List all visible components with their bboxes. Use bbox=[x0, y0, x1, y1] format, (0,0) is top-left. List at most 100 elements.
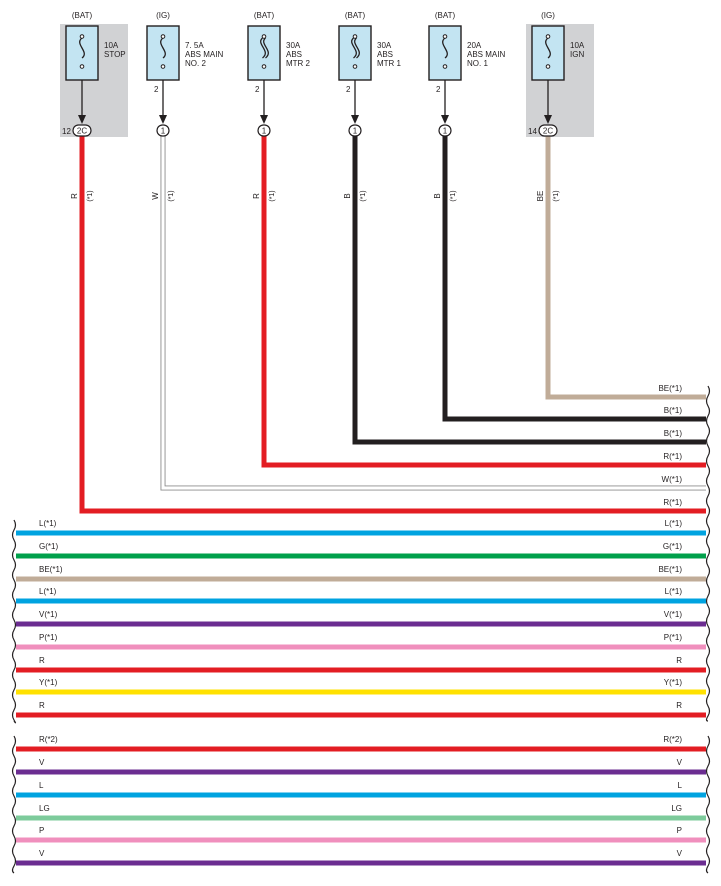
harness-wire-left-label: G(*1) bbox=[39, 542, 58, 551]
down-arrow-icon bbox=[441, 115, 449, 124]
harness-wire-left-label: L bbox=[39, 781, 44, 790]
connector-label: 1 bbox=[262, 127, 267, 136]
harness-wire-left-label: L(*1) bbox=[39, 587, 57, 596]
connector-label: 1 bbox=[443, 127, 448, 136]
connector-pin-number: 12 bbox=[62, 127, 71, 136]
connector-pill bbox=[538, 124, 558, 137]
harness-wire-right-label: L(*1) bbox=[665, 587, 683, 596]
harness-wire-left-label: V(*1) bbox=[39, 610, 58, 619]
wire-b bbox=[352, 136, 706, 445]
connector-label: 2C bbox=[543, 127, 553, 136]
wire-color-label: W bbox=[151, 192, 160, 200]
fuse-rating-label: 20A bbox=[467, 41, 482, 50]
break-mark bbox=[705, 735, 711, 874]
harness-wire-left-label: P bbox=[39, 826, 44, 835]
power-source-label: (BAT) bbox=[254, 11, 275, 20]
connector-pill bbox=[257, 124, 271, 137]
wire-color-label: B bbox=[433, 193, 442, 198]
fuse-box bbox=[65, 25, 99, 81]
connector-label: 1 bbox=[161, 127, 166, 136]
harness-wire-right-label: V bbox=[677, 758, 683, 767]
harness-wire-right-label: LG bbox=[671, 804, 682, 813]
down-arrow-icon bbox=[544, 115, 552, 124]
fuse-rating-label: MTR 1 bbox=[377, 59, 402, 68]
fuse-terminal bbox=[545, 64, 551, 69]
fuse-rating-label: 30A bbox=[377, 41, 392, 50]
wire-note-label: (*1) bbox=[360, 190, 367, 201]
harness-wire-right-label: P(*1) bbox=[664, 633, 683, 642]
fuse-element-line bbox=[79, 37, 85, 59]
harness-wire-right-label: L(*1) bbox=[665, 519, 683, 528]
fuse-terminal bbox=[545, 34, 551, 39]
harness-wire-right-label: Y(*1) bbox=[664, 678, 683, 687]
harness-wire-right-label: R bbox=[676, 701, 682, 710]
fuse-terminal bbox=[79, 64, 85, 69]
fuse-element-line bbox=[160, 37, 166, 59]
wire-note-label: (*1) bbox=[553, 190, 560, 201]
harness-wire-left-label: R(*2) bbox=[39, 735, 58, 744]
wire-be bbox=[545, 136, 706, 400]
fuse-terminal bbox=[160, 64, 166, 69]
wire-end-label: W(*1) bbox=[662, 475, 683, 484]
fusible-link-icon bbox=[260, 34, 269, 69]
break-mark bbox=[11, 519, 17, 724]
down-arrow-icon bbox=[351, 115, 359, 124]
wire-color-label: R bbox=[252, 193, 261, 199]
fuse-element-line bbox=[351, 37, 360, 59]
fusible-link-icon bbox=[351, 34, 360, 69]
wire-r bbox=[79, 136, 706, 514]
down-arrow-icon bbox=[78, 115, 86, 124]
harness-wire-right-label: V(*1) bbox=[664, 610, 683, 619]
fuse-icon bbox=[545, 34, 551, 69]
fuse-rating-label: MTR 2 bbox=[286, 59, 311, 68]
harness-wire-left-label: P(*1) bbox=[39, 633, 58, 642]
harness-wire-left-label: R bbox=[39, 656, 45, 665]
fuse-box bbox=[338, 25, 372, 81]
wire-note-label: (*1) bbox=[168, 190, 175, 201]
power-source-label: (BAT) bbox=[72, 11, 93, 20]
fuse-rating-label: 10A bbox=[104, 41, 119, 50]
fuse-rating-label: IGN bbox=[570, 50, 584, 59]
fuse-rating-label: NO. 1 bbox=[467, 59, 488, 68]
fuse-terminal bbox=[352, 64, 358, 69]
wire-end-label: B(*1) bbox=[664, 406, 683, 415]
power-source-label: (IG) bbox=[156, 11, 170, 20]
fuse-terminal bbox=[442, 64, 448, 69]
connector-label: 1 bbox=[353, 127, 358, 136]
fuse-pin-number: 2 bbox=[154, 85, 159, 94]
fuse-rating-label: ABS bbox=[286, 50, 302, 59]
connector-pill bbox=[348, 124, 362, 137]
connector-pill bbox=[72, 124, 92, 137]
fuse-terminal bbox=[352, 34, 358, 39]
fuse-box bbox=[146, 25, 180, 81]
wire-b bbox=[442, 136, 706, 422]
fuse-box bbox=[531, 25, 565, 81]
harness-wire-right-label: L bbox=[678, 781, 683, 790]
fuse-pin-number: 2 bbox=[255, 85, 260, 94]
fuse-rating-label: NO. 2 bbox=[185, 59, 206, 68]
power-source-label: (IG) bbox=[541, 11, 555, 20]
fuse-element-line bbox=[442, 37, 448, 59]
wire-w bbox=[161, 136, 706, 490]
harness-wire-left-label: V bbox=[39, 758, 45, 767]
connector-pin-number: 14 bbox=[528, 127, 537, 136]
break-mark bbox=[11, 735, 17, 874]
fuse-terminal bbox=[160, 34, 166, 39]
harness-wire-right-label: V bbox=[677, 849, 683, 858]
wire-end-label: R(*1) bbox=[663, 452, 682, 461]
fuse-pin-number: 2 bbox=[436, 85, 441, 94]
harness-wire-left-label: R bbox=[39, 701, 45, 710]
fuse-box bbox=[247, 25, 281, 81]
fuse-rating-label: ABS MAIN bbox=[185, 50, 223, 59]
harness-wire-right-label: P bbox=[677, 826, 682, 835]
harness-wire-left-label: LG bbox=[39, 804, 50, 813]
wire-color-label: R bbox=[70, 193, 79, 199]
fuse-terminal bbox=[79, 34, 85, 39]
fuse-pin-number: 2 bbox=[346, 85, 351, 94]
wire-r bbox=[261, 136, 706, 468]
wire-note-label: (*1) bbox=[87, 190, 94, 201]
fuse-box bbox=[428, 25, 462, 81]
wire-end-label: BE(*1) bbox=[658, 384, 682, 393]
harness-wire-left-label: V bbox=[39, 849, 45, 858]
